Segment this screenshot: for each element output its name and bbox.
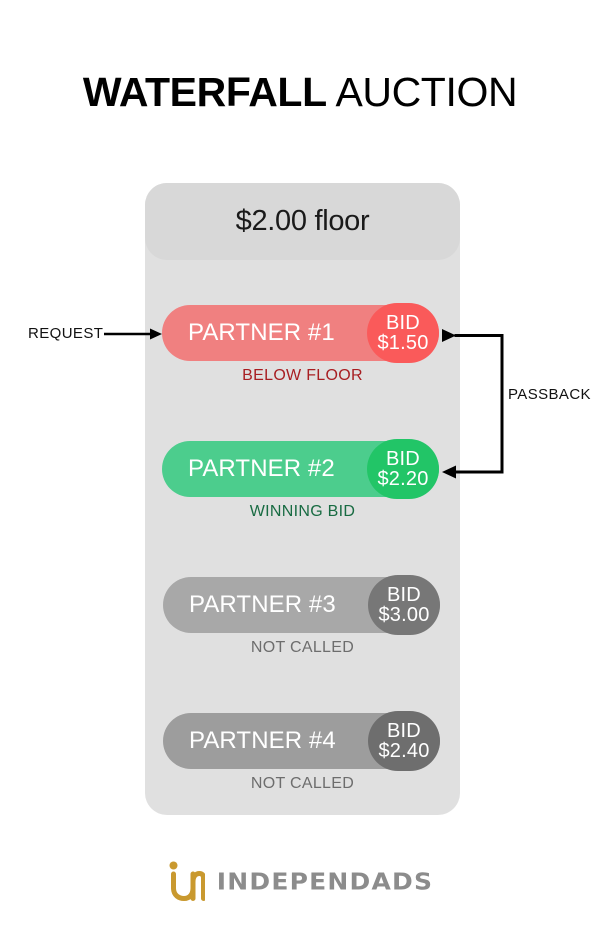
partner-pill-3[interactable]: PARTNER #3 BID $3.00 — [163, 575, 440, 635]
bid-badge-amount-2: $2.20 — [377, 468, 429, 490]
bid-badge-2[interactable]: BID $2.20 — [367, 439, 439, 499]
request-arrow-icon — [104, 328, 162, 340]
bid-badge-1[interactable]: BID $1.50 — [367, 303, 439, 363]
partner-name-3: PARTNER #3 — [189, 591, 336, 618]
partner-status-3: NOT CALLED — [250, 639, 355, 656]
page-title-bold: WATERFALL — [82, 69, 327, 115]
brand-logo: INDEPENDADS — [0, 860, 600, 902]
partner-name-2: PARTNER #2 — [188, 455, 335, 482]
in-monogram-icon — [169, 861, 205, 902]
bid-badge-4[interactable]: BID $2.40 — [368, 711, 440, 771]
bid-badge-amount-3: $3.00 — [378, 604, 430, 626]
bid-badge-3[interactable]: BID $3.00 — [368, 575, 440, 635]
page-title-light: AUCTION — [326, 69, 518, 115]
bid-badge-label-1: BID — [386, 311, 420, 334]
partner-pill-2[interactable]: PARTNER #2 BID $2.20 — [162, 439, 439, 499]
floor-header: $2.00 floor — [145, 183, 460, 260]
bid-badge-amount-4: $2.40 — [378, 740, 430, 762]
partner-status-1: BELOW FLOOR — [242, 367, 363, 384]
request-label: REQUEST — [28, 325, 104, 342]
bid-badge-amount-1: $1.50 — [377, 332, 429, 354]
page-title: WATERFALL AUCTION — [0, 69, 600, 116]
passback-label: PASSBACK — [508, 386, 591, 403]
partner-status-4: NOT CALLED — [250, 775, 355, 792]
waterfall-card: $2.00 floor PARTNER #1 BID $1.50 BELOW F… — [145, 183, 460, 815]
partner-pill-4[interactable]: PARTNER #4 BID $2.40 — [163, 711, 440, 771]
floor-header-label: $2.00 floor — [235, 205, 370, 237]
bid-badge-label-3: BID — [387, 583, 421, 606]
passback-arrow-icon — [442, 329, 504, 479]
bid-badge-label-2: BID — [386, 447, 420, 470]
bid-badge-label-4: BID — [387, 719, 421, 742]
partner-name-1: PARTNER #1 — [188, 319, 335, 346]
partner-pill-1[interactable]: PARTNER #1 BID $1.50 — [162, 303, 439, 363]
brand-name: INDEPENDADS — [216, 867, 434, 895]
partner-name-4: PARTNER #4 — [189, 727, 336, 754]
partner-status-2: WINNING BID — [249, 503, 356, 520]
